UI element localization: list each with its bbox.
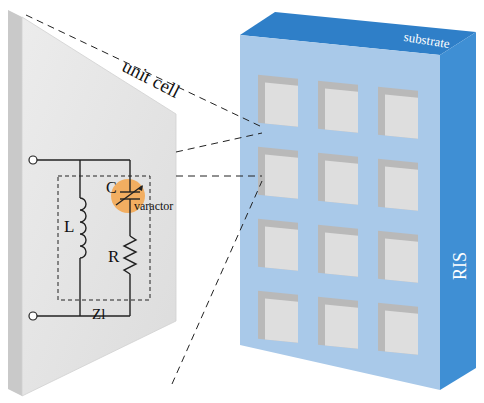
projection-lines bbox=[26, 15, 262, 384]
unit-cell bbox=[378, 231, 418, 283]
component-label: varactor bbox=[134, 200, 173, 212]
unit-cell bbox=[258, 291, 298, 343]
component-label: L bbox=[64, 218, 74, 235]
varactor-arrowhead bbox=[138, 185, 143, 191]
unit-cell-recess bbox=[325, 161, 358, 205]
unit-cell-recess bbox=[265, 83, 298, 127]
circuit-wires bbox=[37, 160, 142, 316]
unit-cell bbox=[378, 303, 418, 355]
unit-cell-recess bbox=[325, 233, 358, 277]
resistor-symbol bbox=[124, 236, 136, 274]
terminal bbox=[29, 312, 37, 320]
unit-cell-grid bbox=[258, 75, 418, 355]
unit-cell-recess bbox=[265, 155, 298, 199]
unit-cell-recess bbox=[385, 167, 418, 211]
capacitor-plate bbox=[120, 191, 140, 192]
unit-cell bbox=[318, 297, 358, 349]
ris-side bbox=[440, 32, 476, 390]
unit-cell-recess bbox=[385, 311, 418, 355]
inductor-symbol bbox=[80, 198, 86, 258]
terminal bbox=[29, 156, 37, 164]
unit-cell-recess bbox=[265, 227, 298, 271]
ris-front bbox=[240, 35, 440, 390]
unit-cell-recess bbox=[325, 89, 358, 133]
unit-cell-recess bbox=[385, 95, 418, 139]
unit-cell bbox=[318, 153, 358, 205]
unit-cell-recess bbox=[325, 305, 358, 349]
unit-cell bbox=[378, 159, 418, 211]
panel-side bbox=[8, 10, 22, 396]
unit-cell-recess bbox=[385, 239, 418, 283]
unit-cell bbox=[258, 219, 298, 271]
unit-cell bbox=[378, 87, 418, 139]
unit-cell bbox=[258, 147, 298, 199]
unit-cell bbox=[258, 75, 298, 127]
unit-cell-recess bbox=[265, 299, 298, 343]
part-label: RIS bbox=[451, 252, 469, 280]
impedance-box bbox=[58, 176, 150, 300]
unit-cell bbox=[318, 225, 358, 277]
component-label: Zl bbox=[92, 307, 105, 322]
component-label: C bbox=[106, 180, 117, 196]
unit-cell bbox=[318, 81, 358, 133]
component-label: R bbox=[108, 248, 119, 265]
